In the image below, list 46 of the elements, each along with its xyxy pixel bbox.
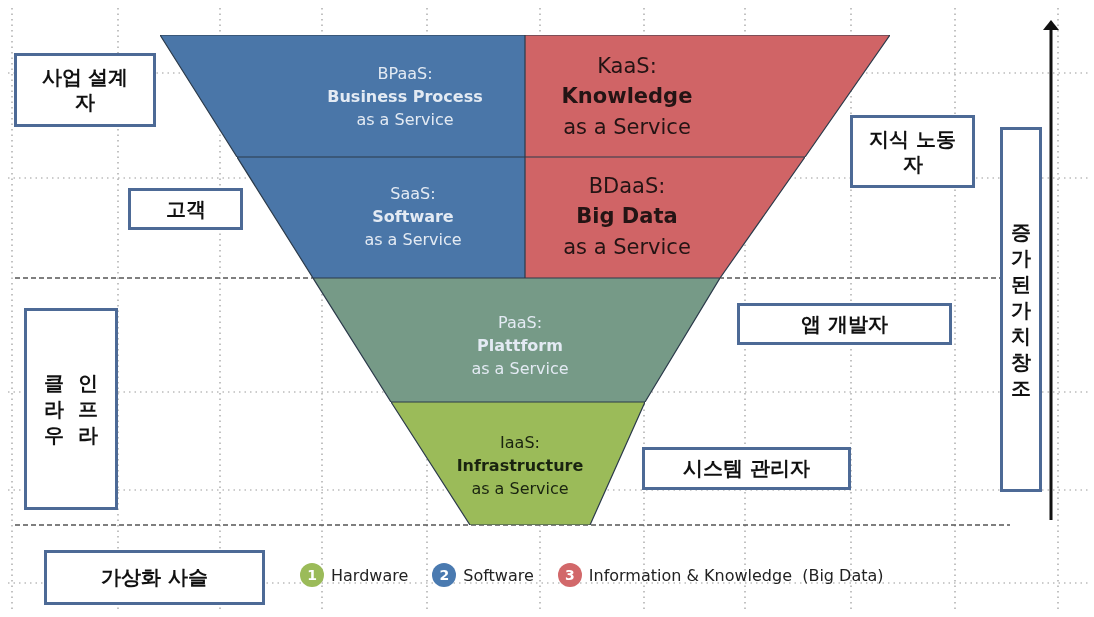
funnel-segment — [237, 157, 525, 278]
service-suffix: as a Service — [563, 233, 691, 261]
role-box — [642, 447, 851, 490]
role-label: 가상화 사슬 — [101, 565, 208, 590]
service-abbreviation: BPaaS: — [377, 62, 433, 85]
funnel-segment — [525, 157, 805, 278]
service-abbreviation: KaaS: — [597, 52, 657, 80]
role-label: 앱 개발자 — [801, 311, 888, 337]
funnel-segment — [391, 402, 645, 525]
service-suffix: as a Service — [471, 478, 569, 501]
service-name: Plattform — [477, 335, 563, 357]
vertical-label: 클라우 — [44, 370, 64, 448]
role-box — [850, 115, 975, 188]
service-abbreviation: BDaaS: — [588, 172, 666, 200]
service-name: Big Data — [576, 203, 678, 231]
legend-number-badge: 3 — [557, 563, 582, 587]
service-suffix: as a Service — [364, 229, 462, 252]
legend-label: Software — [463, 565, 534, 585]
vertical-label: 증가된 가치창조 — [1011, 218, 1031, 401]
service-name: Infrastructure — [456, 455, 584, 477]
legend-number-badge: 1 — [300, 563, 324, 587]
vertical-label: 인프라 — [78, 370, 98, 448]
funnel-segment — [160, 35, 525, 157]
service-name: Software — [372, 206, 454, 228]
role-box — [14, 53, 156, 127]
legend-label: Information & Knowledge (Big Data) — [588, 565, 884, 585]
service-suffix: as a Service — [563, 113, 691, 141]
role-box — [128, 188, 243, 230]
role-box — [44, 550, 265, 605]
role-label: 사업 설계자 — [40, 65, 130, 115]
service-abbreviation: IaaS: — [500, 431, 540, 454]
service-suffix: as a Service — [356, 109, 454, 132]
legend-number-badge: 2 — [432, 563, 457, 587]
legend-label: Hardware — [331, 565, 409, 585]
service-abbreviation: PaaS: — [497, 311, 543, 334]
role-label: 고객 — [165, 196, 206, 222]
service-suffix: as a Service — [471, 358, 569, 381]
role-box — [737, 303, 952, 345]
funnel-segment — [313, 278, 720, 402]
role-label: 지식 노동자 — [868, 126, 957, 177]
service-abbreviation: SaaS: — [390, 182, 436, 205]
role-label: 시스템 관리자 — [683, 456, 810, 481]
role-box — [24, 308, 118, 510]
service-name: Business Process — [327, 86, 483, 108]
role-box — [1000, 127, 1042, 492]
service-name: Knowledge — [561, 83, 693, 111]
